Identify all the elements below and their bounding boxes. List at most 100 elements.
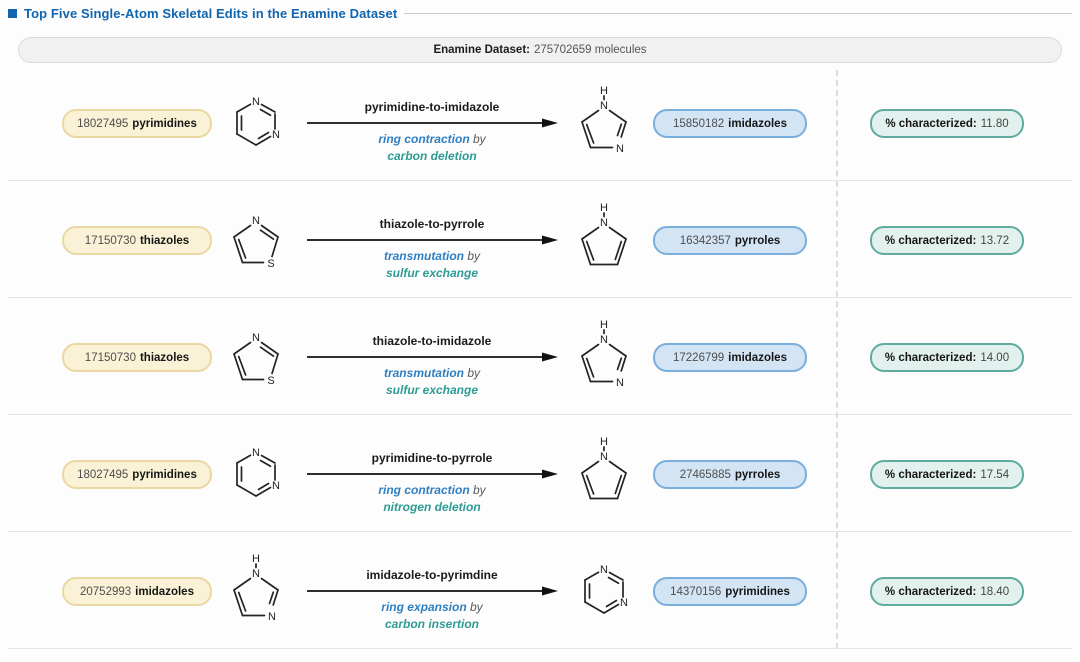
percent-value: 11.80	[980, 117, 1009, 130]
edit-row: 18027495 pyrimidines N N pyrimidine-to-p…	[8, 415, 1072, 532]
svg-text:S: S	[267, 258, 274, 270]
reaction-arrow-block: thiazole-to-imidazole transmutation by s…	[306, 334, 558, 397]
percent-value: 14.00	[980, 351, 1010, 364]
edit-name-label: pyrimidine-to-imidazole	[364, 100, 500, 114]
source-count-badge: 18027495 pyrimidines	[62, 109, 212, 138]
svg-text:H: H	[600, 436, 608, 448]
percent-label: % characterized:	[884, 585, 977, 598]
mechanism-name: ring expansion	[381, 600, 467, 614]
mechanism-name: ring contraction	[378, 483, 470, 497]
mechanism-detail-line: nitrogen deletion	[306, 500, 558, 514]
source-structure: N N	[224, 415, 288, 531]
product-name: imidazoles	[728, 351, 787, 364]
percent-label: % characterized:	[884, 234, 977, 247]
svg-text:N: N	[600, 334, 608, 346]
source-name: thiazoles	[139, 351, 190, 364]
percent-characterized-badge: % characterized: 13.72	[870, 226, 1024, 255]
mechanism-connector: by	[473, 132, 486, 146]
source-count: 17150730	[84, 234, 136, 247]
edit-row: 17150730 thiazoles N S thiazole-to-pyrro…	[8, 181, 1072, 298]
pyrimidine-structure-icon: N N	[584, 564, 628, 614]
percent-label: % characterized:	[885, 117, 977, 130]
product-structure: H N N	[572, 298, 636, 414]
imidazole-structure-icon: H N N	[233, 553, 279, 623]
svg-text:H: H	[252, 553, 260, 565]
product-count: 16342357	[679, 234, 731, 247]
product-count-badge: 15850182 imidazoles	[653, 109, 807, 138]
mechanism-connector: by	[467, 249, 481, 263]
source-structure: N S	[224, 298, 288, 414]
thiazole-structure-icon: N S	[233, 332, 279, 387]
svg-text:N: N	[616, 377, 624, 389]
product-count-badge: 14370156 pyrimidines	[653, 577, 807, 606]
source-count-badge: 18027495 pyrimidines	[62, 460, 212, 489]
percent-value: 18.40	[980, 585, 1010, 598]
svg-text:N: N	[272, 129, 280, 141]
source-structure: H N N	[224, 532, 288, 648]
svg-text:N: N	[272, 480, 280, 492]
mechanism-detail-line: carbon deletion	[306, 149, 558, 163]
mechanism-line: transmutation by	[306, 366, 558, 380]
product-name: pyrroles	[734, 468, 781, 481]
mechanism-line: ring expansion by	[306, 600, 558, 614]
mechanism-line: ring contraction by	[306, 483, 558, 497]
source-name: pyrimidines	[132, 468, 197, 481]
product-count: 27465885	[679, 468, 731, 481]
source-count: 18027495	[77, 468, 129, 481]
product-structure: N N	[572, 532, 636, 648]
mechanism-connector: by	[470, 600, 483, 614]
title-rule	[404, 13, 1072, 14]
product-count-badge: 17226799 imidazoles	[653, 343, 807, 372]
mechanism-line: ring contraction by	[306, 132, 558, 146]
mechanism-connector: by	[473, 483, 486, 497]
source-name: imidazoles	[135, 585, 194, 598]
source-structure: N S	[224, 181, 288, 297]
product-count: 15850182	[673, 117, 725, 130]
reaction-arrow-icon	[307, 235, 558, 245]
svg-text:N: N	[600, 217, 608, 229]
figure-title-row: Top Five Single-Atom Skeletal Edits in t…	[8, 4, 1072, 22]
product-count: 17226799	[673, 351, 725, 364]
product-name: pyrimidines	[725, 585, 790, 598]
product-name: imidazoles	[728, 117, 787, 130]
imidazole-structure-icon: H N N	[581, 319, 627, 389]
percent-characterized-badge: % characterized: 17.54	[870, 460, 1024, 489]
svg-text:N: N	[252, 215, 260, 227]
product-count: 14370156	[670, 585, 722, 598]
reaction-arrow-block: pyrimidine-to-pyrrole ring contraction b…	[306, 451, 558, 514]
dataset-label: Enamine Dataset:	[433, 44, 530, 56]
product-name: pyrroles	[734, 234, 781, 247]
svg-text:N: N	[620, 597, 628, 609]
svg-text:N: N	[252, 568, 260, 580]
reaction-arrow-block: pyrimidine-to-imidazole ring contraction…	[306, 100, 558, 163]
source-count-badge: 17150730 thiazoles	[62, 226, 212, 255]
product-structure: H N	[572, 415, 636, 531]
edit-name-label: pyrimidine-to-pyrrole	[371, 451, 493, 465]
percent-label: % characterized:	[884, 468, 977, 481]
svg-text:H: H	[600, 319, 608, 331]
percent-characterized-badge: % characterized: 14.00	[870, 343, 1024, 372]
mechanism-connector: by	[467, 366, 481, 380]
mechanism-name: transmutation	[383, 366, 464, 380]
source-count: 17150730	[84, 351, 136, 364]
percent-value: 17.54	[980, 468, 1010, 481]
edits-list: 18027495 pyrimidines N N pyrimidine-to-i…	[8, 64, 1072, 649]
svg-text:N: N	[600, 100, 608, 112]
source-count: 20752993	[80, 585, 132, 598]
reaction-arrow-icon	[307, 586, 558, 596]
svg-text:N: N	[252, 332, 260, 344]
mechanism-detail: sulfur exchange	[385, 383, 479, 397]
source-count: 18027495	[77, 117, 129, 130]
square-bullet-icon	[8, 8, 17, 18]
edit-row: 18027495 pyrimidines N N pyrimidine-to-i…	[8, 64, 1072, 181]
mechanism-line: transmutation by	[306, 249, 558, 263]
reaction-arrow-block: thiazole-to-pyrrole transmutation by sul…	[306, 217, 558, 280]
mechanism-name: ring contraction	[378, 132, 470, 146]
mechanism-detail-line: sulfur exchange	[306, 266, 558, 280]
svg-text:N: N	[600, 564, 608, 576]
reaction-arrow-block: imidazole-to-pyrimdine ring expansion by…	[306, 568, 558, 631]
edit-name-label: thiazole-to-pyrrole	[379, 217, 485, 231]
edit-row: 20752993 imidazoles H N N imidazole-to-p…	[8, 532, 1072, 649]
svg-text:N: N	[268, 611, 276, 623]
